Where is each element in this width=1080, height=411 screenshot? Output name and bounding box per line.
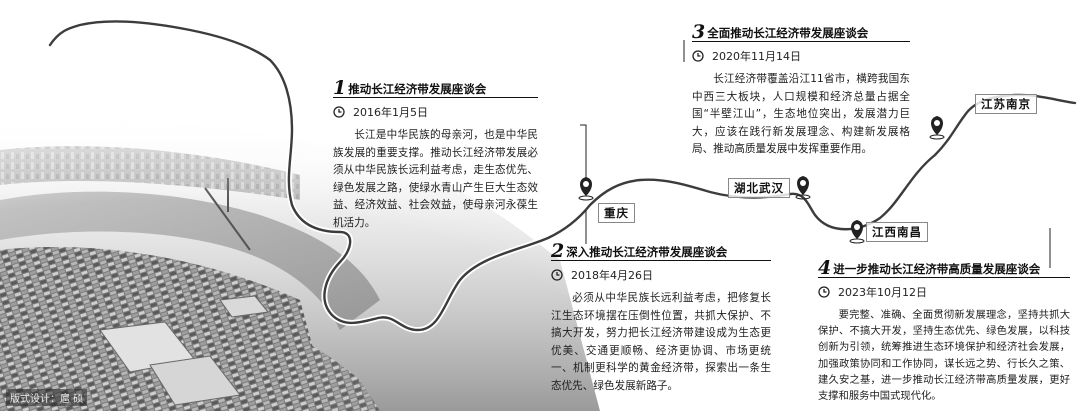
event-title: 深入推动长江经济带发展座谈会: [566, 245, 728, 259]
map-pin-icon: [849, 220, 865, 244]
event-text: 必须从中华民族长远利益考虑，把修复长江生态环境摆在压倒性位置，共抓大保护、不搞大…: [551, 292, 771, 392]
map-pin-icon: [929, 116, 945, 140]
event-date-text: 2018年4月26日: [571, 269, 653, 282]
event-text: 长江经济带覆盖沿江11省市，横跨我国东中西三大板块，人口规模和经济总量占据全国“…: [692, 73, 910, 156]
event-number: 3: [692, 21, 706, 43]
event-title: 进一步推动长江经济带高质量发展座谈会: [833, 262, 1041, 276]
city-label-nanjing: 江苏南京: [975, 94, 1037, 114]
event-date: 2023年10月12日: [818, 284, 1070, 300]
clock-icon: [692, 50, 704, 62]
event-panel-4: 4 进一步推动长江经济带高质量发展座谈会 2023年10月12日 要完整、准确、…: [818, 256, 1070, 404]
event-text: 长江是中华民族的母亲河，也是中华民族发展的重要支撑。推动长江经济带发展必须从中华…: [333, 129, 538, 229]
city-label-wuhan: 湖北武汉: [728, 178, 790, 198]
event-panel-3: 3 全面推动长江经济带发展座谈会 2020年11月14日 长江经济带覆盖沿江11…: [692, 20, 910, 159]
event-date-text: 2020年11月14日: [712, 50, 801, 63]
event-text: 要完整、准确、全面贯彻新发展理念，坚持共抓大保护、不搞大开发，坚持生态优先、绿色…: [818, 309, 1070, 403]
event-date-text: 2016年1月5日: [353, 106, 428, 119]
event-panel-1: 1 推动长江经济带发展座谈会 2016年1月5日 长江是中华民族的母亲河，也是中…: [333, 76, 538, 233]
city-label-nanchang: 江西南昌: [866, 222, 928, 242]
map-pin-icon: [578, 177, 594, 201]
event-heading: 1 推动长江经济带发展座谈会: [333, 76, 538, 98]
event-number: 1: [333, 77, 347, 99]
event-heading: 4 进一步推动长江经济带高质量发展座谈会: [818, 256, 1070, 278]
event-date: 2018年4月26日: [551, 267, 771, 283]
event-date-text: 2023年10月12日: [838, 286, 927, 299]
event-number: 2: [551, 240, 565, 262]
event-number: 4: [818, 257, 832, 279]
event-title: 全面推动长江经济带发展座谈会: [707, 26, 869, 40]
clock-icon: [551, 269, 563, 281]
connector-1: [580, 124, 587, 195]
event-date: 2016年1月5日: [333, 104, 538, 120]
event-panel-2: 2 深入推动长江经济带发展座谈会 2018年4月26日 必须从中华民族长远利益考…: [551, 239, 771, 396]
event-title: 推动长江经济带发展座谈会: [348, 82, 487, 96]
clock-icon: [333, 106, 345, 118]
clock-icon: [818, 286, 830, 298]
city-label-chongqing: 重庆: [598, 203, 635, 223]
event-date: 2020年11月14日: [692, 48, 910, 64]
layout-credit: 版式设计：扈 硕: [6, 389, 88, 406]
event-heading: 3 全面推动长江经济带发展座谈会: [692, 20, 910, 42]
event-heading: 2 深入推动长江经济带发展座谈会: [551, 239, 771, 261]
map-pin-icon: [795, 176, 811, 200]
